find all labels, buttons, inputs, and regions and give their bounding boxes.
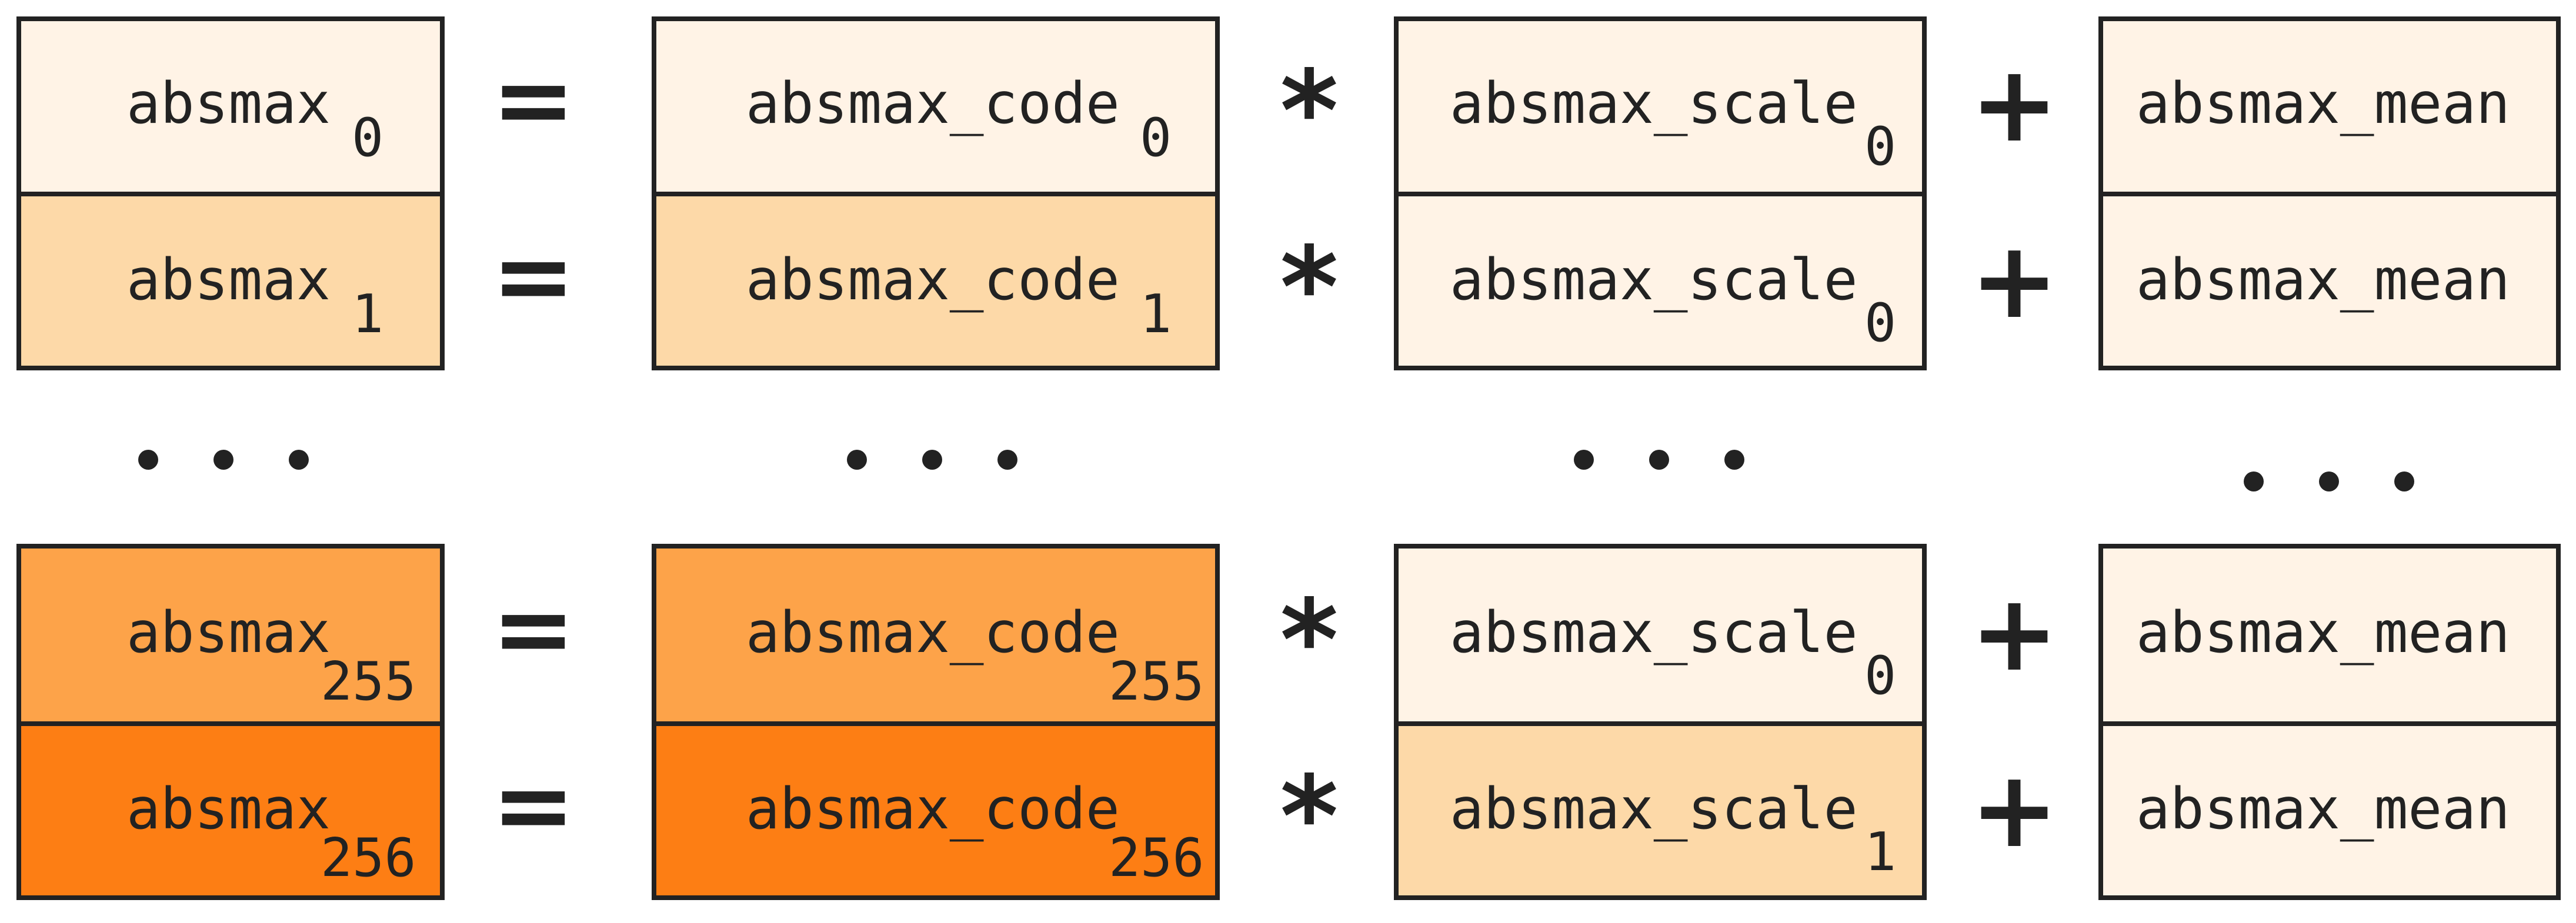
absmax-256-label: absmax [126, 776, 331, 842]
absmax-code-256-label: absmax_code [746, 776, 1120, 842]
absmax-code-256-box [652, 724, 1220, 900]
multiply-sign-1: * [1280, 223, 1339, 353]
absmax-0-box [16, 16, 445, 194]
multiply-sign-0: * [1280, 46, 1339, 176]
absmax-255-subscript: 255 [321, 651, 416, 713]
absmax-mean-256-box [2098, 724, 2561, 900]
absmax-scale-1-label: absmax_scale [1450, 247, 1858, 313]
absmax-255-box [16, 544, 445, 724]
absmax-scale-0-label: absmax_scale [1450, 71, 1858, 136]
absmax-mean-0-label: absmax_mean [2136, 71, 2510, 136]
absmax-scale-1-box [1394, 194, 1927, 370]
absmax-scale-0-subscript: 0 [1864, 116, 1897, 178]
absmax-mean-256-label: absmax_mean [2136, 776, 2510, 842]
plus-sign-255: + [1970, 572, 2059, 695]
absmax-code-0-subscript: 0 [1140, 107, 1172, 169]
absmax-code-1-label: absmax_code [746, 247, 1120, 313]
absmax-256-subscript: 256 [321, 827, 416, 889]
absmax-code-1-box [652, 194, 1220, 370]
absmax-code-1-subscript: 1 [1140, 283, 1172, 345]
multiply-sign-255: * [1280, 576, 1339, 705]
plus-sign-1: + [1970, 219, 2059, 342]
absmax-0-subscript: 0 [352, 107, 384, 169]
absmax-scale-0-box [1394, 16, 1927, 194]
absmax-scale-1-subscript: 0 [1864, 292, 1897, 354]
absmax-mean-255-box [2098, 544, 2561, 724]
absmax-256-box [16, 724, 445, 900]
equals-sign-0: = [491, 42, 576, 158]
absmax-mean-255-label: absmax_mean [2136, 600, 2510, 666]
absmax-scale-255-box [1394, 544, 1927, 724]
absmax-scale-255-label: absmax_scale [1450, 600, 1858, 666]
plus-sign-0: + [1970, 43, 2059, 166]
absmax-1-box [16, 194, 445, 370]
absmax-scale-255-subscript: 0 [1864, 645, 1897, 707]
absmax-0-label: absmax [126, 71, 331, 136]
absmax-mean-1-label: absmax_mean [2136, 247, 2510, 313]
absmax-1-label: absmax [126, 247, 331, 313]
absmax-code-255-box [652, 544, 1220, 724]
absmax-code-256-subscript: 256 [1109, 827, 1204, 889]
absmax-1-subscript: 1 [352, 283, 384, 345]
absmax-scale-256-subscript: 1 [1864, 821, 1897, 883]
plus-sign-256: + [1970, 748, 2059, 871]
equals-sign-1: = [491, 218, 576, 335]
absmax-mean-0-box [2098, 16, 2561, 194]
equals-sign-256: = [491, 747, 576, 864]
absmax-scale-256-box [1394, 724, 1927, 900]
absmax-code-0-label: absmax_code [746, 71, 1120, 136]
absmax-code-255-label: absmax_code [746, 600, 1120, 666]
absmax-scale-256-label: absmax_scale [1450, 776, 1858, 842]
absmax-code-0-box [652, 16, 1220, 194]
absmax-255-label: absmax [126, 600, 331, 666]
equals-sign-255: = [491, 571, 576, 687]
absmax-mean-1-box [2098, 194, 2561, 370]
absmax-code-255-subscript: 255 [1109, 651, 1204, 713]
multiply-sign-256: * [1280, 752, 1339, 882]
